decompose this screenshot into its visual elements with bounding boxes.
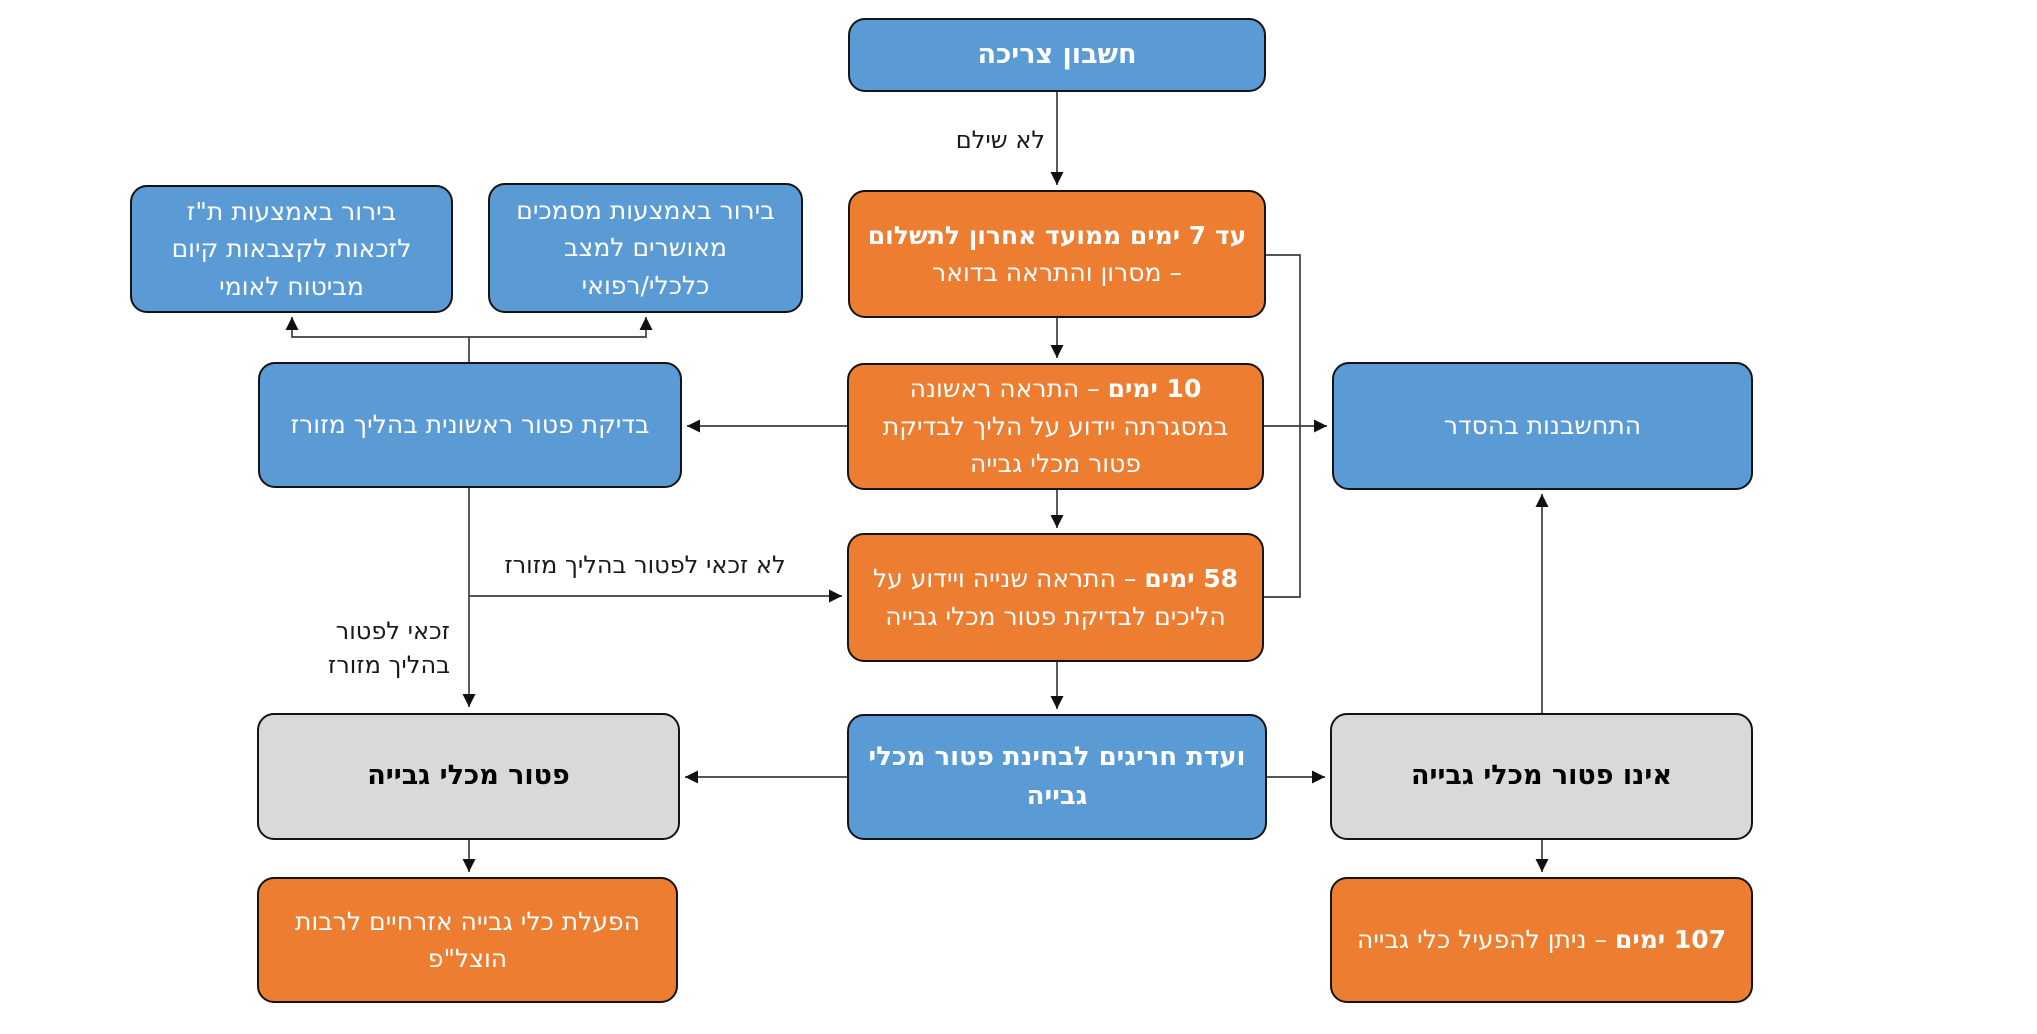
node-settlement-arrangement: התחשבנות בהסדר [1332,362,1753,490]
edge-label-not-entitled-fast-track: לא זכאי לפטור בהליך מזורז [504,551,786,579]
connector-fastcheck-to-idcheck [285,317,470,362]
node-107-days-label: 107 ימים – ניתן להפעיל כלי גבייה [1356,925,1727,955]
node-exempt-label: פטור מכלי גבייה [367,760,570,792]
node-civil-collection-tools: הפעלת כלי גבייה אזרחיים לרבות הוצל"פ [257,877,678,1003]
node-10-days-first-warning: 10 ימים – התראה ראשונה במסגרתה יידוע על … [847,363,1264,490]
edge-label-entitled-line2: בהליך מזורז [327,650,450,679]
node-not-exempt-label: אינו פטור מכלי גבייה [1410,760,1673,792]
node-approved-docs-check-label: בירור באמצעות מסמכים מאושרים למצב כלכלי/… [516,195,775,300]
node-7-days-last-notice: עד 7 ימים ממועד אחרון לתשלום – מסרון והת… [848,190,1266,318]
node-consumption-bill-label: חשבון צריכה [977,38,1137,70]
node-exceptions-committee-label: ועדת חריגים לבחינת פטור מכלי גבייה [868,742,1246,811]
node-fast-track-check: בדיקת פטור ראשונית בהליך מזורז [258,362,682,488]
edge-label-entitled-line1: זכאי לפטור [335,617,450,645]
node-approved-docs-check: בירור באמצעות מסמכים מאושרים למצב כלכלי/… [488,183,803,313]
node-58-days-second-warning: 58 ימים – התראה שנייה ויידוע על הליכים ל… [847,533,1264,662]
node-settlement-label: התחשבנות בהסדר [1443,411,1642,441]
node-58-days-label: 58 ימים – התראה שנייה ויידוע על הליכים ל… [872,564,1239,631]
node-civil-collection-tools-label: הפעלת כלי גבייה אזרחיים לרבות הוצל"פ [295,906,640,974]
node-id-benefits-check-label: בירור באמצעות ת"ז לזכאות לקצבאות קיום מב… [171,196,412,301]
node-10-days-label: 10 ימים – התראה ראשונה במסגרתה יידוע על … [882,374,1229,479]
node-id-benefits-check: בירור באמצעות ת"ז לזכאות לקצבאות קיום מב… [130,185,453,313]
edge-label-entitled-fast-track: זכאי לפטור בהליך מזורז [298,615,450,682]
node-107-days-collection: 107 ימים – ניתן להפעיל כלי גבייה [1330,877,1753,1003]
node-consumption-bill: חשבון צריכה [848,18,1266,92]
node-not-exempt: אינו פטור מכלי גבייה [1330,713,1753,840]
node-7-days-label: עד 7 ימים ממועד אחרון לתשלום – מסרון והת… [867,220,1247,288]
node-fast-track-check-label: בדיקת פטור ראשונית בהליך מזורז [290,410,650,440]
node-exceptions-committee: ועדת חריגים לבחינת פטור מכלי גבייה [847,714,1267,840]
edge-label-not-paid: לא שילם [955,126,1045,154]
connector-fastcheck-to-docscheck [469,317,653,338]
node-exempt-from-collection: פטור מכלי גבייה [257,713,680,840]
